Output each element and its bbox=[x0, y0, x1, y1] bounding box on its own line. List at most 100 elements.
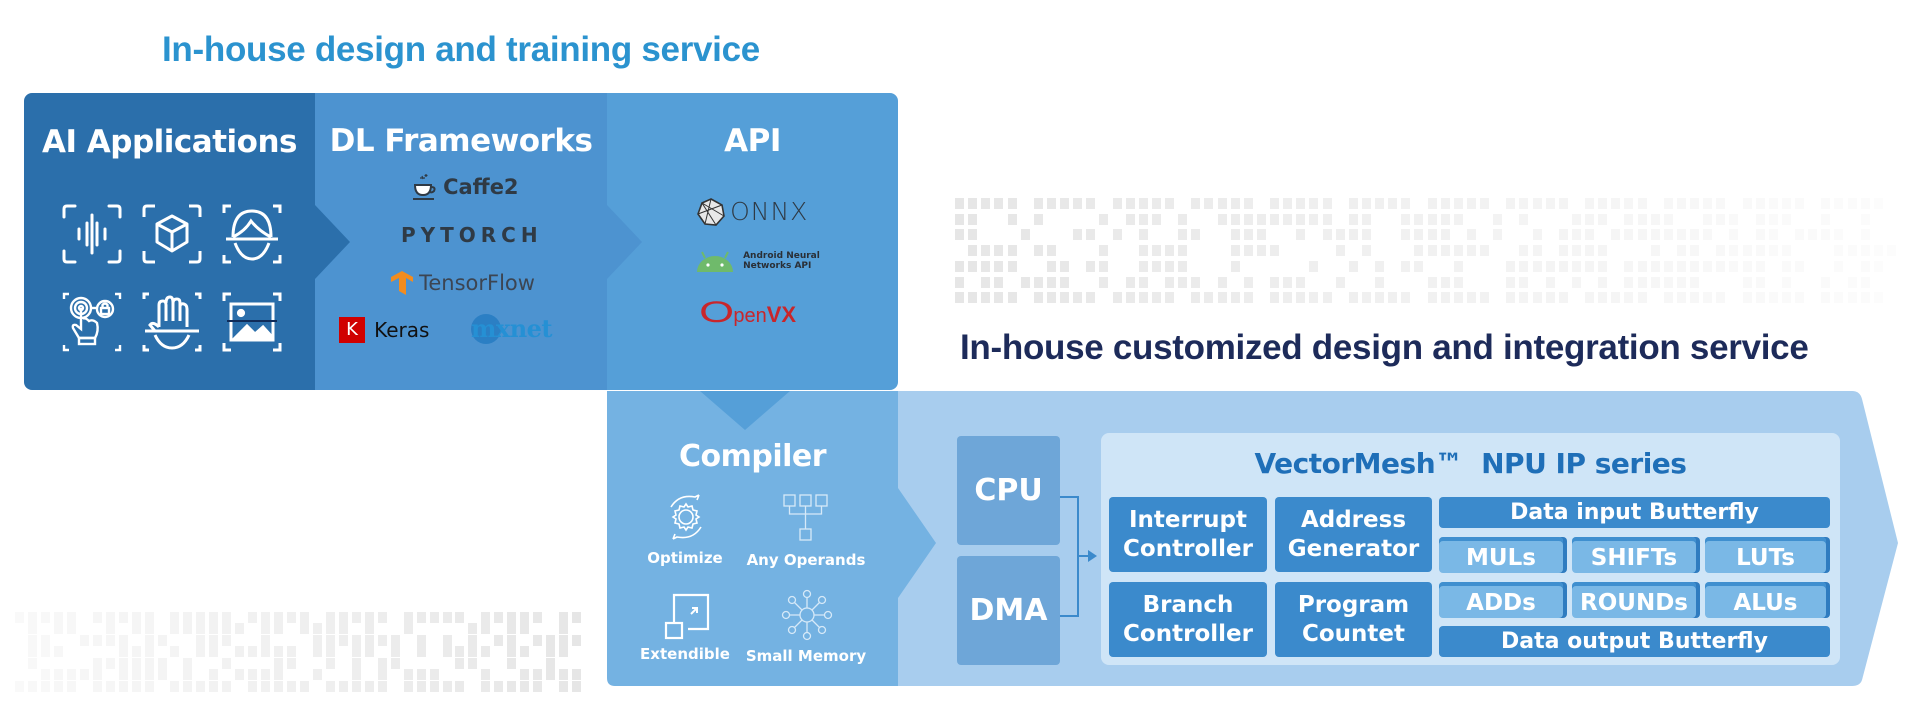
pattern-dot bbox=[312, 623, 322, 635]
pattern-dot bbox=[183, 657, 193, 669]
pattern-dot bbox=[1873, 260, 1883, 272]
pattern-dot bbox=[1060, 260, 1069, 272]
unit-rounds: ROUNDs bbox=[1572, 582, 1696, 618]
pattern-dot bbox=[403, 612, 413, 623]
pattern-dot bbox=[209, 634, 219, 646]
pattern-dot bbox=[1571, 245, 1581, 257]
pattern-dot bbox=[261, 669, 271, 681]
pattern-dot bbox=[1795, 260, 1804, 272]
pattern-dot bbox=[416, 612, 426, 623]
pattern-dot bbox=[105, 612, 115, 623]
pattern-dot bbox=[157, 669, 167, 681]
pattern-dot bbox=[1729, 229, 1739, 241]
pattern-dot bbox=[92, 657, 102, 669]
pattern-dot bbox=[1716, 213, 1726, 225]
pattern-dot bbox=[338, 634, 348, 646]
pattern-dot bbox=[1532, 229, 1542, 241]
pattern-dot bbox=[1348, 213, 1358, 225]
pattern-dot bbox=[1742, 292, 1752, 304]
pattern-dot bbox=[170, 680, 180, 692]
pattern-dot bbox=[92, 612, 102, 623]
interrupt-line2: Controller bbox=[1123, 535, 1253, 562]
pattern-dot bbox=[572, 612, 582, 623]
pattern-dot bbox=[1821, 229, 1831, 241]
pattern-dot bbox=[1860, 276, 1870, 288]
pattern-dot bbox=[1348, 260, 1358, 272]
pattern-dot bbox=[1755, 276, 1765, 288]
pattern-dot bbox=[1086, 292, 1096, 304]
pattern-dot bbox=[1204, 292, 1214, 304]
hand-scan-icon bbox=[141, 291, 203, 353]
pattern-dot bbox=[1270, 245, 1279, 257]
pattern-dot bbox=[416, 669, 426, 681]
pattern-dot bbox=[1375, 260, 1384, 272]
pattern-dot bbox=[131, 623, 141, 635]
pattern-dot bbox=[507, 623, 517, 635]
pattern-dot bbox=[351, 612, 361, 623]
pattern-dot bbox=[1532, 260, 1542, 272]
pattern-dot bbox=[520, 680, 530, 692]
pattern-dot bbox=[1427, 229, 1437, 241]
pattern-dot bbox=[494, 634, 504, 646]
pattern-dot bbox=[429, 680, 439, 692]
pattern-dot bbox=[1821, 276, 1831, 288]
pattern-dot bbox=[1742, 260, 1752, 272]
pattern-dot bbox=[1086, 198, 1096, 209]
pattern-dot bbox=[559, 634, 569, 646]
pattern-dot bbox=[1348, 198, 1358, 209]
pattern-dot bbox=[377, 657, 387, 669]
pattern-dot bbox=[1795, 229, 1804, 241]
pattern-dot bbox=[481, 623, 491, 635]
pattern-dot bbox=[1716, 245, 1726, 257]
pattern-dot bbox=[312, 646, 322, 658]
pattern-dot bbox=[66, 623, 76, 635]
coffee-cup-icon bbox=[413, 174, 436, 200]
pattern-dot bbox=[1361, 292, 1371, 304]
pattern-dot bbox=[105, 680, 115, 692]
pattern-dot bbox=[1585, 213, 1594, 225]
pattern-dot bbox=[157, 657, 167, 669]
pattern-dot bbox=[1138, 229, 1148, 241]
pattern-dot bbox=[494, 680, 504, 692]
pattern-dot bbox=[1217, 213, 1227, 225]
pattern-dot bbox=[1716, 198, 1726, 209]
optimize-label: Optimize bbox=[647, 549, 723, 567]
pattern-dot bbox=[1296, 213, 1306, 225]
pattern-dot bbox=[1716, 260, 1726, 272]
pattern-dot bbox=[1073, 229, 1083, 241]
pattern-dot bbox=[1060, 276, 1069, 288]
pattern-dot bbox=[403, 680, 413, 692]
pattern-dot bbox=[1414, 229, 1424, 241]
pattern-dot bbox=[261, 646, 271, 658]
pattern-dot bbox=[1585, 292, 1594, 304]
pattern-dot bbox=[170, 623, 180, 635]
pattern-dot bbox=[1007, 198, 1017, 209]
pattern-dot bbox=[1322, 229, 1332, 241]
pattern-dot bbox=[1598, 213, 1608, 225]
pattern-dot bbox=[325, 646, 335, 658]
pattern-dot bbox=[1860, 229, 1870, 241]
pattern-dot bbox=[1663, 276, 1673, 288]
pattern-dot bbox=[1690, 198, 1699, 209]
pattern-dot bbox=[144, 612, 154, 623]
pattern-dot bbox=[1453, 292, 1463, 304]
pattern-dot bbox=[1506, 276, 1516, 288]
pattern-dot bbox=[494, 612, 504, 623]
pattern-dot bbox=[1558, 260, 1568, 272]
pattern-dot bbox=[520, 669, 530, 681]
pattern-dot bbox=[1821, 213, 1831, 225]
pattern-dot bbox=[1427, 245, 1437, 257]
pattern-dot bbox=[507, 680, 517, 692]
pattern-dot bbox=[1558, 198, 1568, 209]
pattern-dot bbox=[416, 646, 426, 658]
pattern-dot bbox=[481, 646, 491, 658]
pattern-dot bbox=[1650, 245, 1660, 257]
any-operands-label: Any Operands bbox=[746, 551, 866, 569]
pattern-dot bbox=[1191, 276, 1201, 288]
pattern-dot bbox=[1847, 276, 1857, 288]
pattern-dot bbox=[144, 669, 154, 681]
pattern-dot bbox=[507, 646, 517, 658]
compiler-feature-small-memory: Small Memory bbox=[741, 589, 871, 669]
pattern-dot bbox=[92, 680, 102, 692]
